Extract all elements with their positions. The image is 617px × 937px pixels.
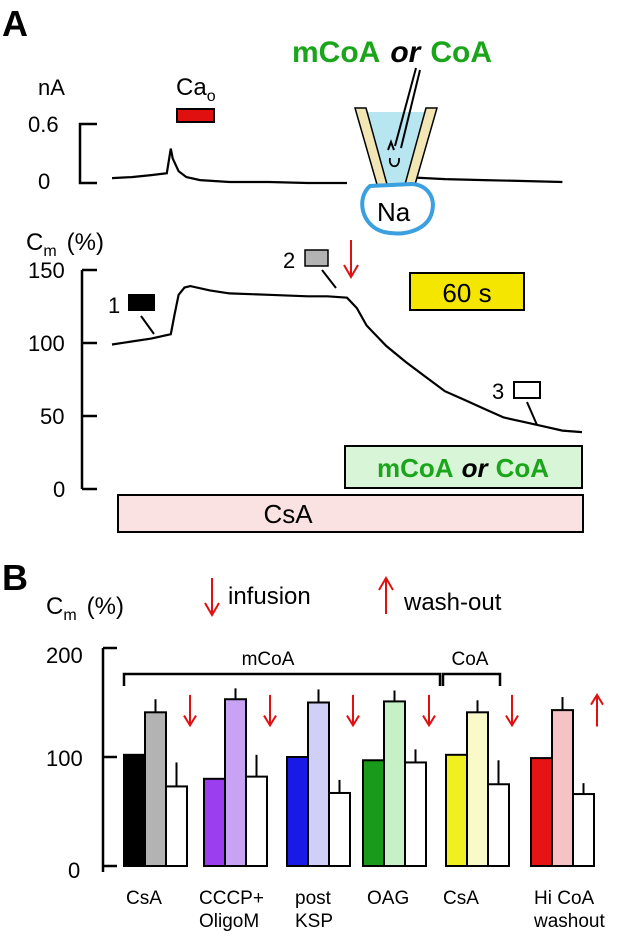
cm-tick-label-150: 150 [28,258,65,283]
x-label-csa-2: CsA [443,888,479,909]
infusion-line-b [400,69,421,149]
mcoa-coa-infusion-bar [344,445,583,489]
bar [144,711,167,867]
time-scale-label: 60 s [442,278,491,308]
x-label-cccp-line2: OligoM [199,911,259,932]
csa-bar-label: CsA [263,499,313,529]
cm-axis-label: Cm(%) [26,229,104,260]
current-tick-0: 0 [38,169,50,194]
bar [487,783,510,867]
bar [383,700,406,867]
current-axis [78,122,97,185]
cell-outline [360,181,435,236]
perfusion-arrow-icon [387,139,395,151]
x-label-cccp-line1: CCCP+ [199,888,264,909]
bar [445,753,468,868]
marker-2-pointer [321,269,337,289]
x-label-post-line1: post [295,888,332,909]
coa-bracket-label: CoA [452,649,489,670]
mcoa-bracket-label: mCoA [242,649,295,670]
cm-tick-label-100: 100 [28,331,65,356]
bar [307,701,330,867]
capacitance-trace [111,284,583,434]
x-label-csa: CsA [126,888,162,909]
bar [203,777,226,867]
bar [466,711,489,867]
perfusion-loop [388,157,400,168]
x-label-hicoa-line1: Hi CoA [534,888,595,909]
current-tick-0-6: 0.6 [28,112,59,137]
infusion-arrow-icon [263,694,277,728]
time-scale-bar [409,272,525,311]
panel-b-letter: B [2,557,28,598]
cm-tick-label-50: 50 [40,404,64,429]
infusion-arrow-icon [346,694,360,728]
marker-2-label: 2 [283,248,295,273]
mcoa-bracket [122,672,442,686]
bar [362,759,385,868]
b-tick-label-200: 200 [46,643,83,668]
marker-3-box [513,381,541,399]
bars-layer [103,688,604,868]
bar [530,757,553,868]
legend-infusion-label: infusion [228,583,311,610]
bar [404,761,427,868]
current-trace-segment-1 [111,148,347,185]
bar [328,791,351,867]
b-tick-label-100: 100 [46,746,83,771]
cell-label: Na [377,197,411,227]
x-label-post-line2: KSP [295,911,333,932]
bar [245,775,268,867]
csa-treatment-bar [117,494,584,533]
bar [123,753,146,868]
marker-3-pointer [526,401,538,426]
bar-chart-panel: Cm(%) infusion wash-out 200 100 0 mCoA C… [46,576,605,932]
infusion-arrow-icon [422,694,436,728]
ca-label: Cao [176,74,216,105]
infusion-arrow-icon [183,694,197,728]
panel-a-letter: A [2,3,28,44]
b-x-labels: CsA CCCP+ OligoM post KSP OAG CsA Hi CoA… [126,888,605,932]
infusion-arrow-icon [343,240,359,279]
infusion-line-a [394,67,417,147]
current-panel: nA 0.6 0 Cao [28,74,563,194]
bar [165,785,188,867]
marker-1-pointer [140,315,155,335]
b-tick-label-0: 0 [68,858,80,883]
legend-infusion-arrow-icon [204,578,220,617]
x-label-hicoa-line2: washout [533,911,605,932]
bar [224,698,247,867]
bar [286,756,309,867]
bar [572,793,595,867]
bar [551,709,574,867]
washout-arrow-icon [590,692,604,727]
current-unit-label: nA [38,75,65,100]
marker-2-box [304,249,329,267]
legend-washout-arrow-icon [378,576,394,614]
cm-tick-label-0: 0 [53,477,65,502]
b-cm-axis-label: Cm(%) [46,593,124,624]
marker-1-label: 1 [108,293,120,318]
coa-bracket [441,672,502,686]
ca-application-bar [176,108,215,123]
marker-3-label: 3 [492,379,504,404]
infusion-arrow-icon [505,694,519,728]
x-label-oag: OAG [367,888,409,909]
current-trace-segment-2 [405,176,563,184]
legend-washout-label: wash-out [403,589,502,616]
marker-1-box [128,294,155,311]
